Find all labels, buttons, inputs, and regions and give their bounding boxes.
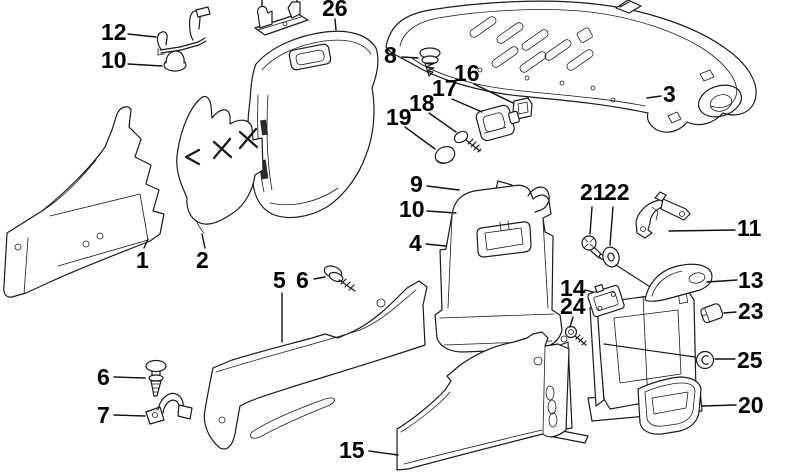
part-26-handle-recess [288,43,332,71]
callout-5: 5 [273,267,286,293]
part-2-ribbed-panel [176,96,264,234]
callout-15: 15 [339,437,365,463]
callout-17: 17 [432,75,458,101]
grommet-10-top [163,50,187,72]
callout-26: 26 [322,0,348,21]
callout-11: 11 [737,215,762,241]
callout-12: 12 [101,19,127,45]
part-3-mount-dots [477,67,616,103]
callout-13: 13 [738,267,764,293]
plate-14 [587,283,625,318]
callout-9: 9 [410,171,423,197]
part-5-lower-panel [203,280,428,450]
callout-10-top: 10 [101,47,127,73]
callout-16: 16 [454,60,480,86]
callout-labels: 12 10 26 8 16 17 18 19 3 9 10 4 21 22 11… [97,0,764,463]
nut-25 [695,350,715,370]
top-right-fragment [615,0,642,14]
washer-22 [602,246,620,268]
callout-10-mid: 10 [399,196,425,222]
plug-19 [434,146,456,164]
callout-14: 14 [560,275,586,301]
part-26-trim-panel [247,30,379,219]
bracket-top-center [254,0,309,36]
part-12-wire-bracket [156,6,211,56]
callout-25: 25 [737,347,763,373]
leader-lines [113,18,738,456]
part-15-lower-panel [396,331,570,471]
rivet-8 [419,47,441,77]
callout-6-mid: 6 [296,267,309,293]
callout-8: 8 [384,42,397,68]
callout-1: 1 [136,247,149,273]
callout-3: 3 [663,81,676,107]
bracket-7 [145,392,193,425]
callout-2: 2 [196,247,209,273]
screw-24 [564,325,587,346]
callout-4: 4 [409,230,422,256]
screw-18 [453,130,482,153]
callout-23: 23 [738,298,764,324]
part-1-quarter-panel [3,106,165,298]
callout-22: 22 [604,179,630,205]
rivet-21 [581,235,606,261]
pin-6-bottom [145,359,167,397]
callout-19: 19 [386,104,412,130]
part-3-trunk-lid-trim [385,0,757,133]
bracket-11 [635,191,691,239]
callout-20: 20 [738,392,764,418]
part-4-console-trim [434,184,563,353]
pin-6-mid [323,265,356,292]
callout-6-bottom: 6 [97,364,110,390]
callout-7: 7 [97,402,110,428]
callout-21: 21 [580,179,606,205]
clip-23 [700,303,724,324]
housing-17 [475,104,520,142]
callout-18: 18 [409,90,435,116]
tray-20 [637,376,702,435]
callout-24: 24 [560,293,586,319]
